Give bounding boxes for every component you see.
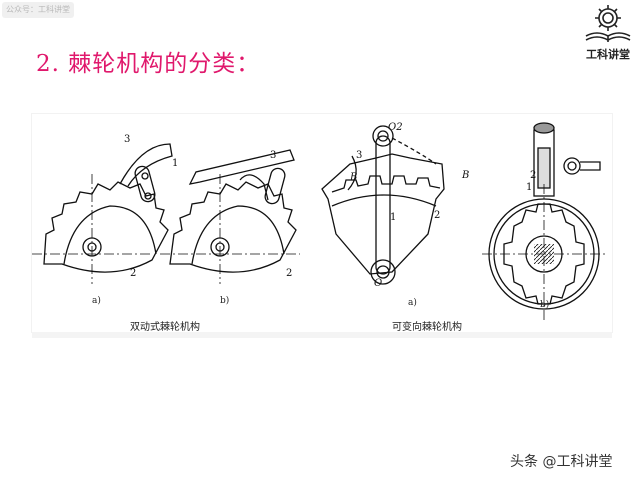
- label-b: B: [349, 172, 357, 183]
- sublabel-a: a): [408, 298, 417, 308]
- gear-book-icon: [585, 5, 631, 42]
- label-3: 3: [356, 150, 362, 161]
- account-tag: 公众号：工科讲堂: [2, 2, 74, 18]
- sublabel-a: a): [92, 296, 101, 306]
- caption-double-acting: 双动式棘轮机构: [130, 322, 200, 333]
- variable-b-diagram: [482, 122, 607, 322]
- label-2: 2: [530, 170, 536, 181]
- label-2: 2: [434, 210, 440, 221]
- label-1: 1: [526, 182, 532, 193]
- double-acting-b-diagram: [160, 149, 300, 284]
- variable-a-diagram: [321, 125, 445, 285]
- figure-bottom-strip: [32, 332, 612, 338]
- logo-text: 工科讲堂: [586, 48, 630, 61]
- label-1: 1: [390, 212, 396, 223]
- sublabel-b: b): [540, 300, 550, 310]
- ratchet-diagrams: 3 1 2 3 2 3 O2 B B 1 2 O 2 1: [32, 122, 607, 322]
- sublabel-b: b): [220, 296, 230, 306]
- label-3: 3: [270, 150, 276, 161]
- slide-title: 2. 棘轮机构的分类：: [36, 51, 261, 77]
- label-o: O: [374, 278, 382, 289]
- label-1: 1: [172, 158, 178, 169]
- ratchet-figure: 3 1 2 3 2 3 O2 B B 1 2 O 2 1 a) b) a) b)…: [32, 114, 612, 333]
- label-3: 3: [124, 134, 130, 145]
- label-2: 2: [286, 268, 292, 279]
- double-acting-a-diagram: [32, 143, 173, 284]
- label-o2: O2: [388, 122, 403, 133]
- logo: 工科讲堂: [578, 0, 638, 61]
- watermark: 头条 @工科讲堂: [510, 454, 613, 470]
- label-2: 2: [130, 268, 136, 279]
- label-b: B: [461, 170, 469, 181]
- caption-variable-direction: 可变向棘轮机构: [392, 322, 462, 333]
